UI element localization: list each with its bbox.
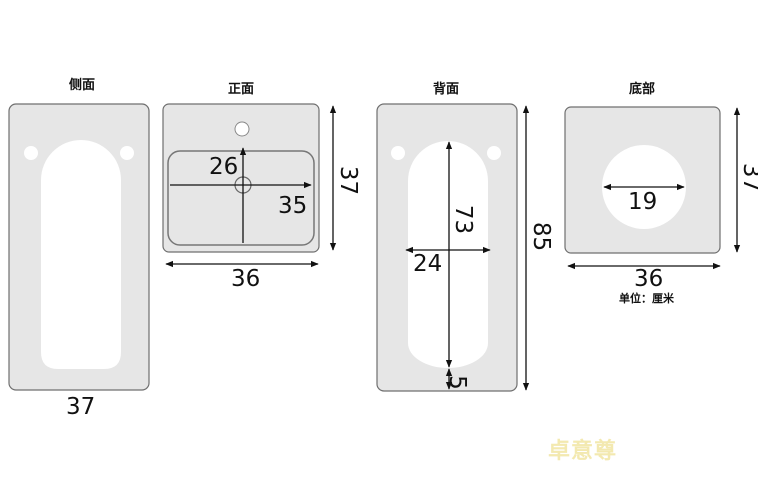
bottom-view-title: 底部	[629, 82, 656, 97]
bottom-width-label: 36	[634, 266, 664, 292]
watermark: 卓意尊	[548, 439, 618, 464]
front-height-label: 37	[335, 165, 362, 196]
back-view	[376, 103, 530, 392]
back-height-label: 85	[528, 221, 555, 252]
back-view-title: 背面	[433, 82, 460, 97]
back-right-hole	[487, 146, 501, 160]
side-left-hole	[24, 146, 38, 160]
opening-width-label: 24	[413, 251, 443, 277]
basin-width-label: 35	[278, 193, 308, 219]
front-view-title: 正面	[228, 82, 255, 97]
side-opening	[41, 140, 121, 369]
unit-note: 单位：厘米	[619, 292, 674, 305]
bottom-view	[564, 106, 741, 270]
front-view	[162, 103, 337, 268]
side-view	[8, 103, 150, 391]
side-width-label: 37	[66, 394, 96, 420]
basin-height-label: 26	[209, 154, 239, 180]
side-right-hole	[120, 146, 134, 160]
bottom-gap-label: 5	[443, 375, 470, 390]
opening-height-label: 73	[450, 204, 477, 235]
side-view-title: 侧面	[69, 78, 96, 93]
front-width-label: 36	[231, 266, 261, 292]
hole-diameter-label: 19	[628, 189, 658, 215]
bottom-height-label: 37	[738, 162, 758, 193]
back-left-hole	[391, 146, 405, 160]
faucet-hole	[234, 121, 250, 137]
